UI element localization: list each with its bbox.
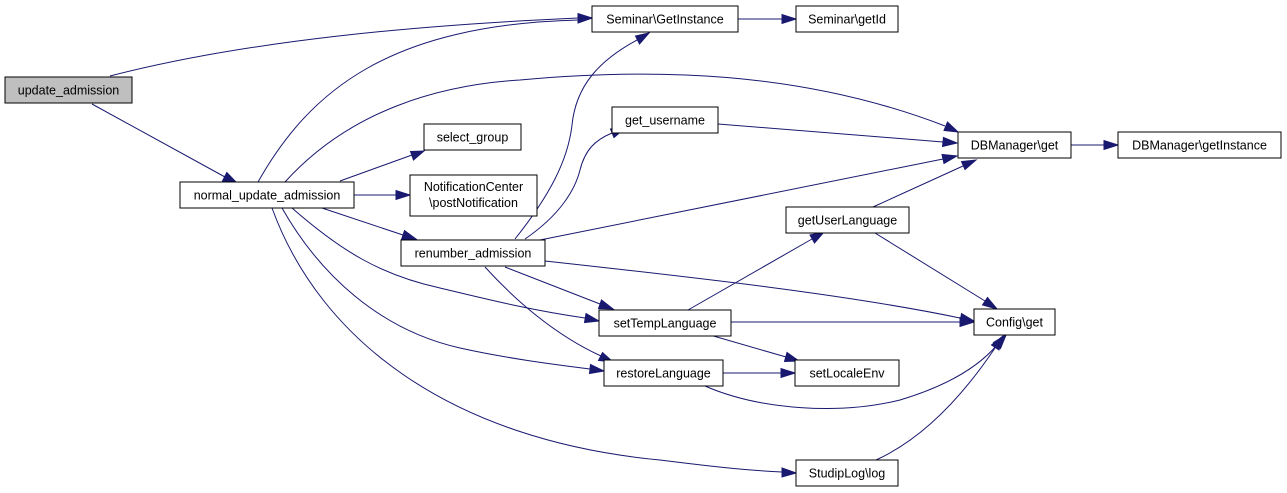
node-notificationcenter-postnotification[interactable]: NotificationCenter \postNotification — [409, 174, 538, 217]
node-seminar-getinstance[interactable]: Seminar\GetInstance — [591, 5, 739, 33]
node-label: restoreLanguage — [616, 367, 711, 381]
node-label: DBManager\get — [971, 139, 1059, 153]
node-label: get_username — [625, 114, 705, 128]
edge-update-admission-to-seminar-getinstance — [109, 12, 594, 77]
node-config-get[interactable]: Config\get — [973, 308, 1056, 336]
node-get-username[interactable]: get_username — [611, 106, 719, 134]
node-renumber-admission[interactable]: renumber_admission — [400, 239, 546, 267]
edge-renumber-admission-to-seminar-getinstance — [514, 32, 651, 240]
node-label: Seminar\getId — [808, 13, 886, 27]
edge-seminar-getinstance-to-seminar-getid — [738, 13, 798, 25]
node-settemplanguage[interactable]: setTempLanguage — [598, 309, 732, 337]
node-label-line-2: \postNotification — [429, 196, 518, 210]
node-normal-update-admission[interactable]: normal_update_admission — [179, 181, 355, 209]
edge-settemplanguage-to-config-get — [731, 316, 976, 328]
edge-getuserlanguage-to-dbmanager-get — [872, 159, 978, 208]
node-label: update_admission — [18, 84, 120, 98]
edge-normal-update-admission-to-dbmanager-get — [284, 73, 960, 183]
edge-getuserlanguage-to-config-get — [874, 232, 999, 310]
node-seminar-getid[interactable]: Seminar\getId — [795, 5, 899, 33]
edge-studiplog-log-to-config-get — [875, 334, 1004, 461]
node-label: getUserLanguage — [798, 214, 897, 228]
node-select-group[interactable]: select_group — [423, 123, 522, 151]
edge-normal-update-admission-to-renumber-admission — [321, 207, 418, 241]
node-label: Seminar\GetInstance — [606, 13, 723, 27]
edge-renumber-admission-to-get-username — [524, 127, 627, 240]
edge-normal-update-admission-to-restorelanguage — [281, 207, 606, 375]
node-restorelanguage[interactable]: restoreLanguage — [603, 359, 724, 387]
node-getuserlanguage[interactable]: getUserLanguage — [785, 206, 910, 234]
edge-renumber-admission-to-dbmanager-get — [539, 153, 959, 241]
edge-settemplanguage-to-setlocaleenv — [709, 334, 801, 363]
node-label: normal_update_admission — [194, 189, 341, 203]
node-update-admission[interactable]: update_admission — [4, 76, 133, 104]
edge-settemplanguage-to-getuserlanguage — [687, 231, 826, 311]
node-setlocaleenv[interactable]: setLocaleEnv — [794, 359, 900, 387]
edge-dbmanager-get-to-dbmanager-getinstance — [1071, 139, 1120, 151]
edges-layer — [91, 12, 1120, 478]
nodes-layer: update_admission normal_update_admission… — [4, 5, 1282, 487]
node-label-line-1: NotificationCenter — [424, 180, 523, 194]
edge-renumber-admission-to-settemplanguage — [504, 266, 615, 310]
edge-normal-update-admission-to-studiplog-log — [271, 207, 798, 478]
edge-normal-update-admission-to-notificationcenter — [354, 189, 412, 201]
node-label: DBManager\getInstance — [1132, 139, 1267, 153]
node-label: setTempLanguage — [614, 317, 717, 331]
node-studiplog-log[interactable]: StudipLog\log — [795, 459, 899, 487]
edge-normal-update-admission-to-settemplanguage — [291, 207, 601, 324]
node-label: Config\get — [986, 316, 1044, 330]
edge-normal-update-admission-to-seminar-getinstance — [257, 14, 594, 183]
edge-renumber-admission-to-restorelanguage — [484, 266, 615, 363]
node-dbmanager-get[interactable]: DBManager\get — [957, 131, 1072, 159]
node-label: renumber_admission — [415, 247, 532, 261]
edge-restorelanguage-to-setlocaleenv — [723, 367, 797, 379]
edge-update-admission-to-normal-update-admission — [91, 103, 239, 184]
node-label: StudipLog\log — [809, 467, 886, 481]
node-dbmanager-getinstance[interactable]: DBManager\getInstance — [1117, 131, 1282, 159]
node-label: select_group — [437, 131, 509, 145]
edge-normal-update-admission-to-select-group — [339, 150, 426, 182]
node-label: setLocaleEnv — [809, 367, 885, 381]
edge-get-username-to-dbmanager-get — [717, 123, 959, 148]
